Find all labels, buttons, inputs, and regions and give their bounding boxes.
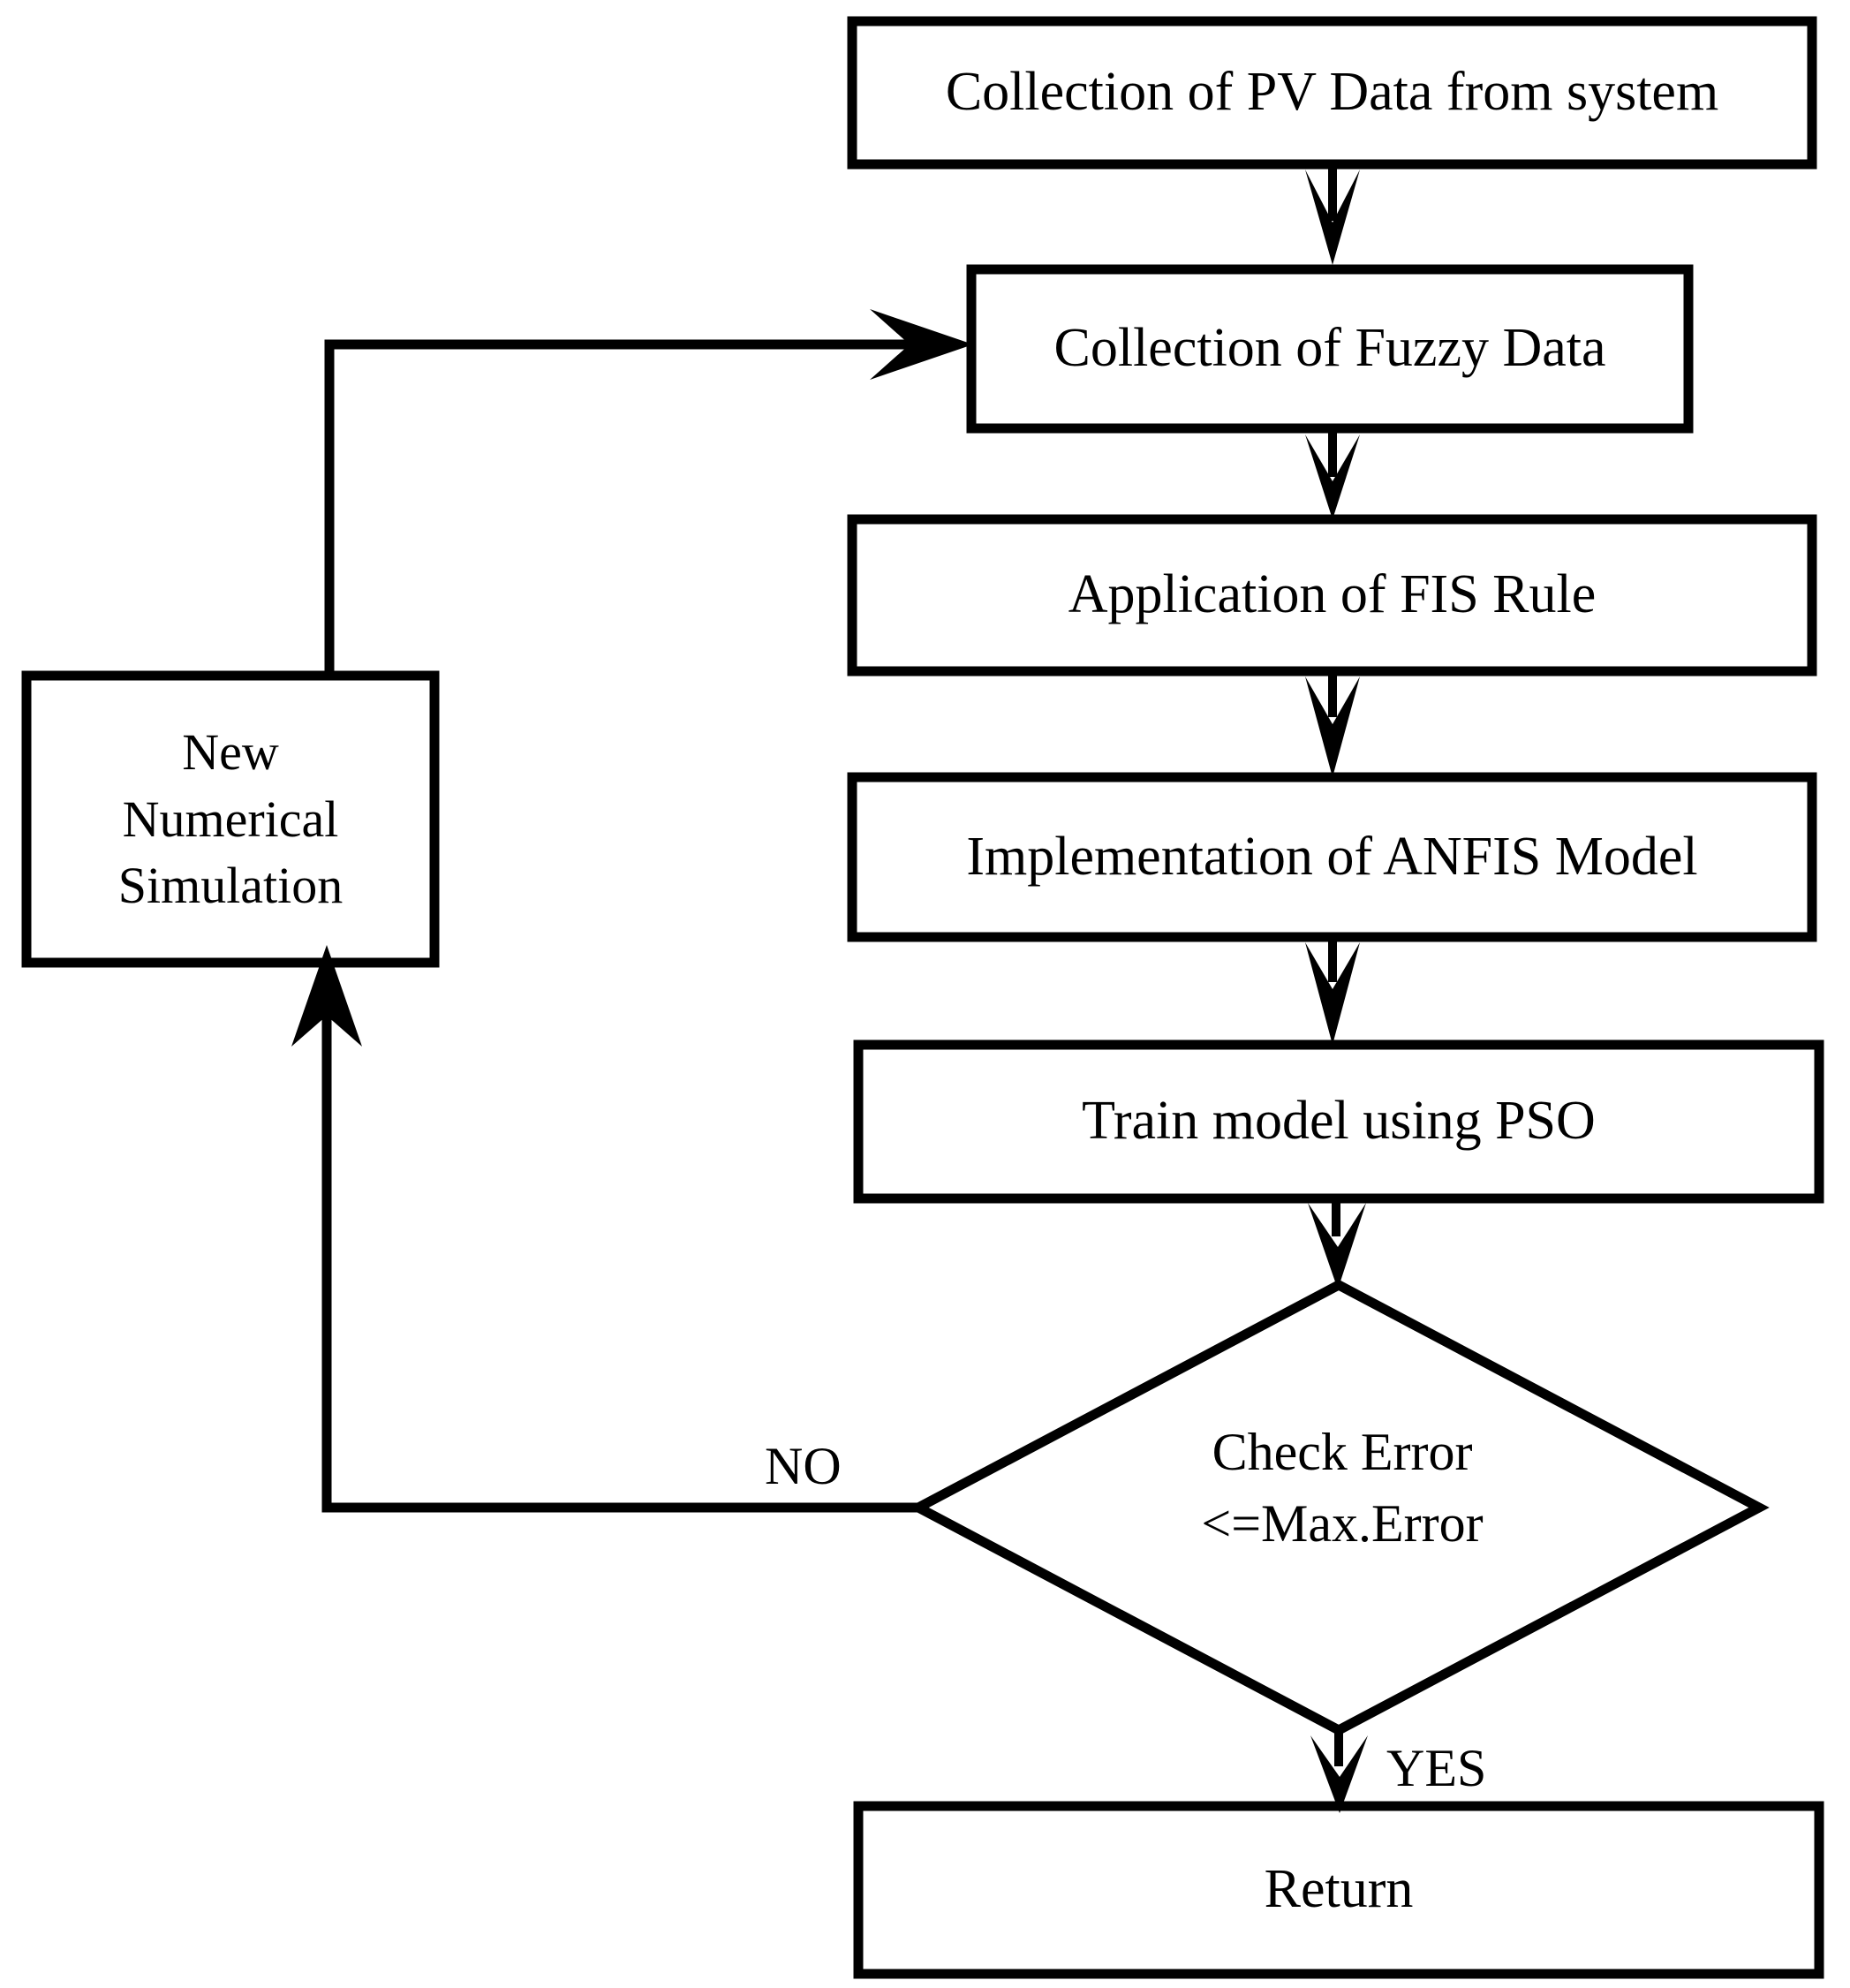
node-collect-fuzzy-shape[interactable] [966, 264, 1694, 434]
edge-train-pso-to-check-error [1308, 1198, 1366, 1289]
node-check-error-shape[interactable] [908, 1279, 1770, 1736]
node-collect-pv-shape[interactable] [847, 16, 1817, 170]
edge-collect-fuzzy-to-fis-rule [1305, 428, 1360, 519]
node-return-shape[interactable] [853, 1801, 1824, 1979]
edge-label-no: NO [765, 1437, 842, 1495]
node-new-simulation-shape[interactable] [21, 670, 440, 968]
edge-check-error-to-new-simulation [291, 945, 918, 1513]
edge-fis-rule-to-anfis-model [1305, 671, 1360, 777]
node-fis-rule-shape[interactable] [847, 514, 1817, 677]
node-anfis-model-shape[interactable] [847, 772, 1817, 942]
edge-label-yes: YES [1386, 1739, 1487, 1797]
edge-collect-pv-to-collect-fuzzy [1305, 164, 1360, 265]
edge-new-simulation-to-collect-fuzzy [324, 309, 973, 676]
node-train-pso-shape[interactable] [853, 1039, 1824, 1204]
edge-check-error-to-return [1310, 1730, 1368, 1813]
edge-anfis-model-to-train-pso [1305, 937, 1360, 1045]
